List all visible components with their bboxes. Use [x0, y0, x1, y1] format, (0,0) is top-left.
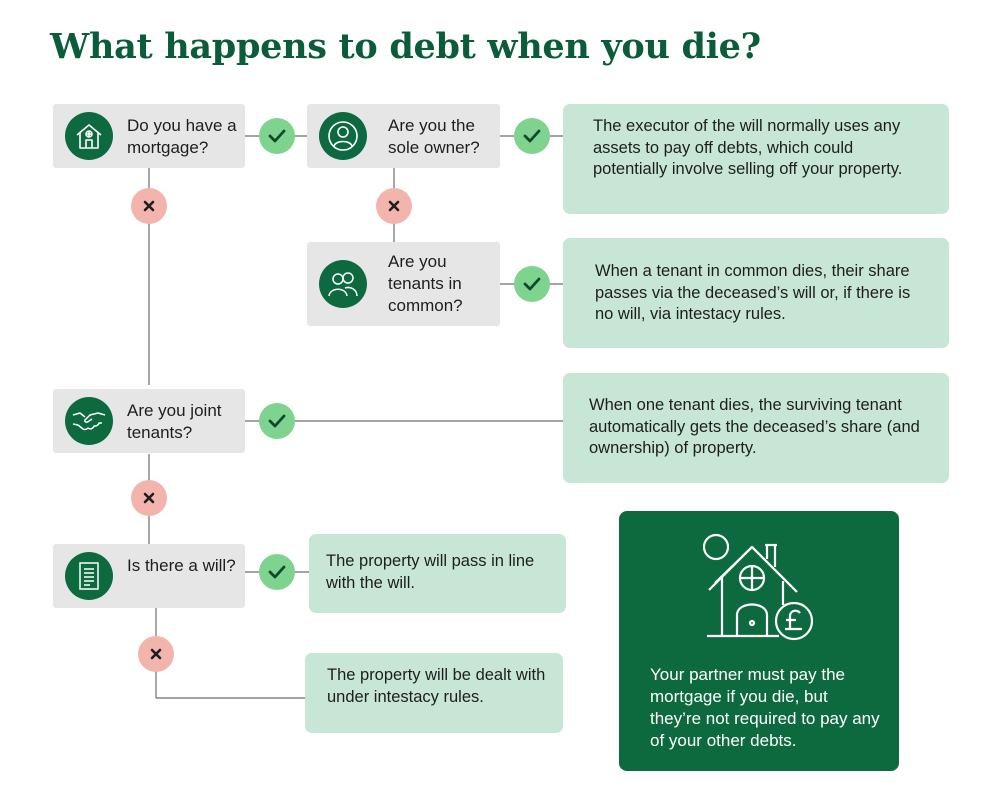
- question-joint-tenants-text: Are you joint tenants?: [127, 401, 222, 442]
- check-icon: [268, 129, 286, 143]
- house-icon: [65, 112, 113, 160]
- person-icon: [319, 112, 367, 160]
- page-title: What happens to debt when you die?: [50, 26, 761, 67]
- cross-icon: [143, 200, 155, 212]
- question-will-text: Is there a will?: [127, 556, 236, 575]
- no-marker: [138, 636, 174, 672]
- house-pound-icon: [702, 533, 814, 641]
- summary-text: Your partner must pay the mortgage if yo…: [650, 665, 880, 750]
- question-sole-owner: Are you the sole owner?: [307, 104, 500, 168]
- summary-card: Your partner must pay the mortgage if yo…: [619, 511, 899, 771]
- couple-icon: [319, 260, 367, 308]
- check-icon: [268, 565, 286, 579]
- check-icon: [523, 129, 541, 143]
- document-icon: [65, 552, 113, 600]
- answer-will-yes: The property will pass in line with the …: [309, 534, 566, 613]
- yes-marker: [259, 554, 295, 590]
- answer-tenants-in-common: When a tenant in common dies, their shar…: [563, 238, 949, 348]
- question-mortgage-text: Do you have a mortgage?: [127, 116, 237, 157]
- question-will: Is there a will?: [53, 544, 245, 608]
- no-marker: [131, 188, 167, 224]
- cross-icon: [143, 492, 155, 504]
- question-tenants-in-common: Are you tenants in common?: [307, 242, 500, 326]
- answer-joint-tenants: When one tenant dies, the surviving tena…: [563, 373, 949, 483]
- no-marker: [131, 480, 167, 516]
- question-tenants-in-common-text: Are you tenants in common?: [388, 252, 463, 315]
- question-mortgage: Do you have a mortgage?: [53, 104, 245, 168]
- yes-marker: [514, 118, 550, 154]
- answer-sole-owner: The executor of the will normally uses a…: [563, 104, 949, 214]
- yes-marker: [259, 118, 295, 154]
- yes-marker: [259, 403, 295, 439]
- question-joint-tenants: Are you joint tenants?: [53, 389, 245, 453]
- answer-will-no: The property will be dealt with under in…: [305, 653, 563, 733]
- check-icon: [268, 414, 286, 428]
- question-sole-owner-text: Are you the sole owner?: [388, 116, 480, 157]
- no-marker: [376, 188, 412, 224]
- cross-icon: [388, 200, 400, 212]
- cross-icon: [150, 648, 162, 660]
- check-icon: [523, 277, 541, 291]
- yes-marker: [514, 266, 550, 302]
- handshake-icon: [65, 397, 113, 445]
